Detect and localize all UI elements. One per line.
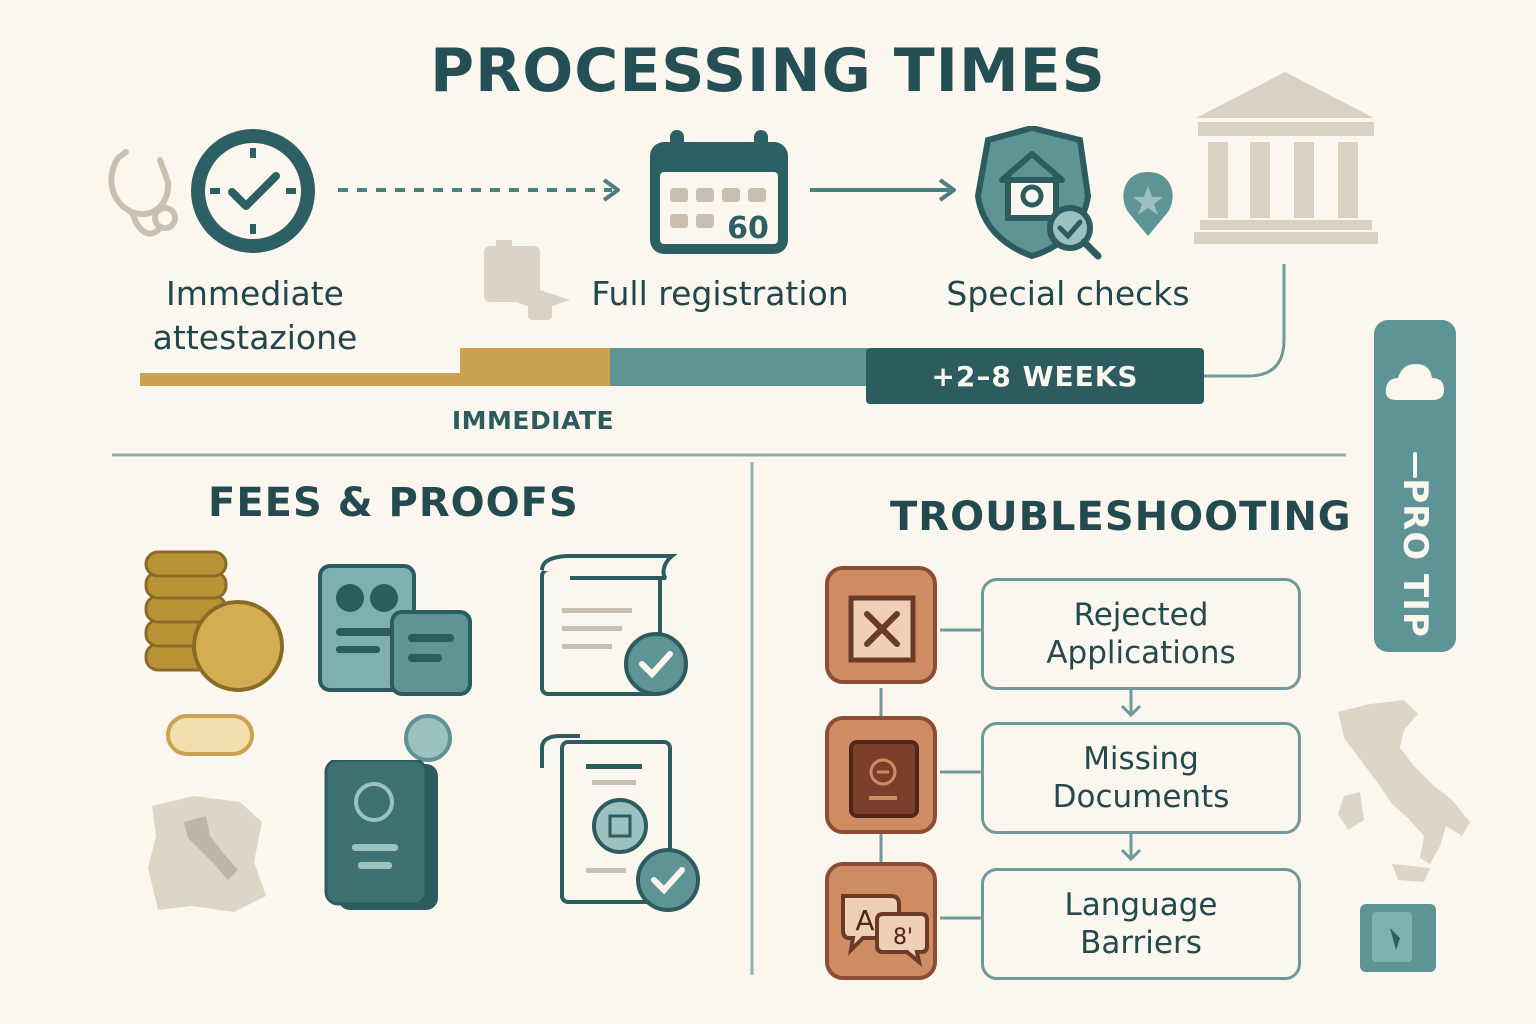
step-label-immediate: Immediate attestazione xyxy=(152,274,358,357)
timeline-segment-immediate xyxy=(460,348,610,386)
document-check-icon xyxy=(540,554,688,696)
trouble-label-missing: Missing Documents xyxy=(1052,741,1230,815)
weeks-badge: +2–8 WEEKS xyxy=(866,348,1204,404)
id-card-icon xyxy=(318,564,472,696)
timeline-segment-full-registration xyxy=(610,348,868,386)
language-icon-box: A 8' xyxy=(825,862,937,980)
step-label-special-checks: Special checks xyxy=(946,274,1190,313)
shield-house-icon xyxy=(974,126,1102,260)
graduation-document-icon xyxy=(484,240,570,320)
cloud-icon xyxy=(1385,364,1444,400)
x-mark-icon xyxy=(848,595,916,663)
trouble-item-missing: Missing Documents xyxy=(981,722,1301,834)
clock-check-icon xyxy=(191,129,315,253)
building-connector xyxy=(1204,264,1286,378)
star-badge-icon xyxy=(1123,172,1173,236)
calendar-number: 60 xyxy=(727,211,769,246)
pro-tip-divider xyxy=(1413,452,1417,478)
translate-glyph-8: 8' xyxy=(893,925,913,950)
troubleshooting-section-title: TROUBLESHOOTING xyxy=(890,494,1352,540)
calendar-icon: 60 xyxy=(650,130,788,254)
stethoscope-icon xyxy=(108,149,178,237)
pro-tip-label: PRO TIP xyxy=(1395,478,1435,638)
dashed-arrow xyxy=(338,178,620,202)
step-label-full-registration: Full registration xyxy=(591,274,849,313)
fees-section-title: FEES & PROOFS xyxy=(208,480,579,526)
solid-arrow xyxy=(810,178,956,202)
troubleshooting-connectors xyxy=(879,628,1142,920)
passport-icon xyxy=(324,760,438,910)
timeline-segment-immediate-thin xyxy=(140,373,462,386)
translate-bubbles-icon: A 8' xyxy=(841,894,929,968)
mini-map-icon xyxy=(1360,904,1436,972)
missing-icon-box xyxy=(825,716,937,834)
circle-token-icon xyxy=(404,714,452,762)
passport-book-icon xyxy=(849,740,919,818)
coins-icon xyxy=(144,550,284,692)
pill-icon xyxy=(166,714,254,756)
page-title: PROCESSING TIMES xyxy=(430,36,1106,106)
building-icon xyxy=(1194,72,1378,244)
italy-map-icon xyxy=(1338,700,1470,882)
translate-glyph-a: A xyxy=(855,904,874,937)
rejected-icon-box xyxy=(825,566,937,684)
immediate-label: IMMEDIATE xyxy=(451,406,615,435)
trouble-item-language: Language Barriers xyxy=(981,868,1301,980)
certificate-check-icon xyxy=(540,734,700,912)
trouble-item-rejected: Rejected Applications xyxy=(981,578,1301,690)
pro-tip-tab: PRO TIP xyxy=(1374,320,1456,652)
trouble-label-rejected: Rejected Applications xyxy=(1046,597,1236,671)
italy-map-icon xyxy=(148,796,266,912)
trouble-label-language: Language Barriers xyxy=(1064,887,1218,961)
